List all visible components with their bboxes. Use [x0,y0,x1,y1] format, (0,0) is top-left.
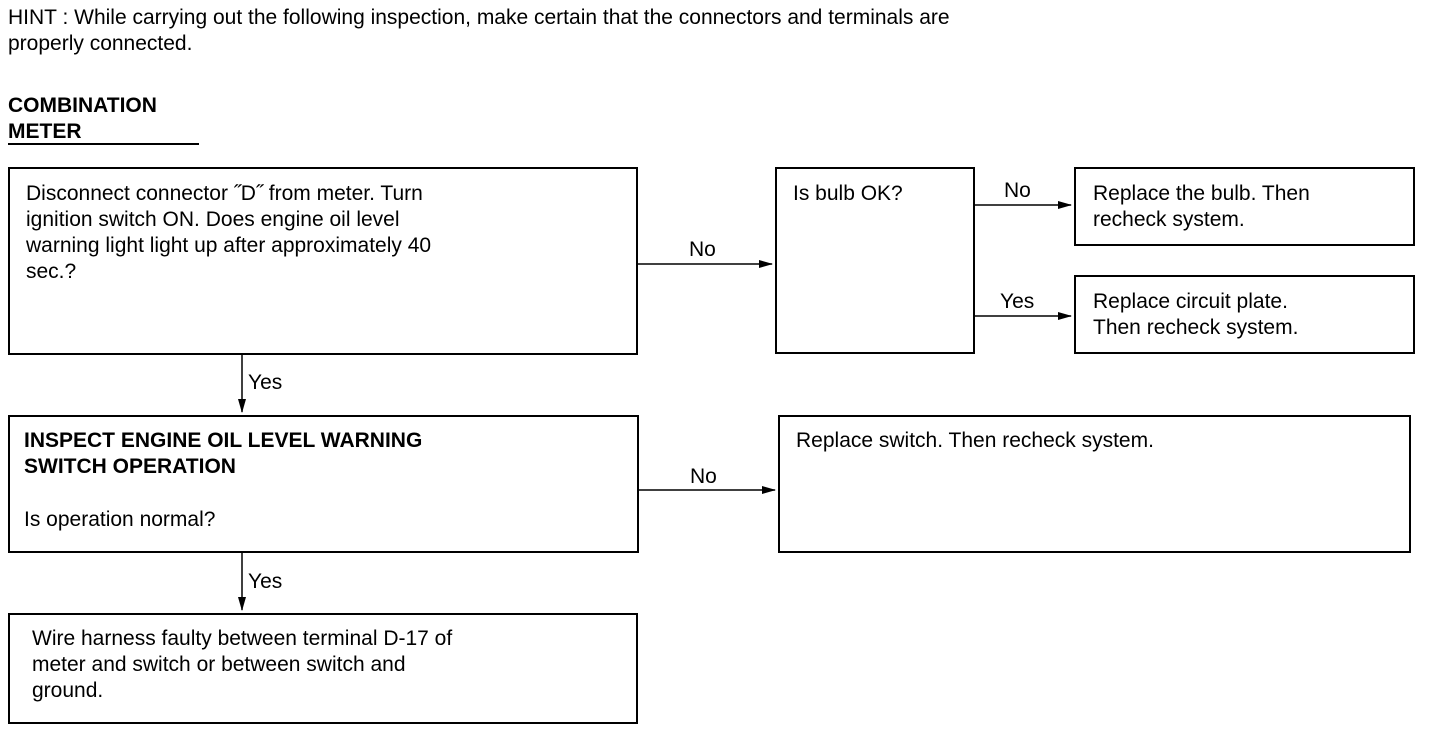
replace-bulb-text: Replace the bulb. Then recheck system. [1093,182,1310,231]
inspect-switch-question: Is operation normal? [24,508,216,531]
bulb-check-box: Is bulb OK? [775,167,975,354]
replace-switch-text: Replace switch. Then recheck system. [796,429,1154,452]
replace-circuit-box: Replace circuit plate. Then recheck syst… [1074,275,1415,354]
replace-bulb-box: Replace the bulb. Then recheck system. [1074,167,1415,246]
inspect-switch-title: INSPECT ENGINE OIL LEVEL WARNING SWITCH … [24,429,423,478]
label-inspect-yes: Yes [248,570,283,593]
step1-text: Disconnect connector ˝D˝ from meter. Tur… [26,182,432,283]
label-step1-yes: Yes [248,371,283,394]
wire-harness-box: Wire harness faulty between terminal D-1… [8,613,638,724]
label-step1-no: No [689,238,716,261]
wire-harness-text: Wire harness faulty between terminal D-1… [32,627,453,702]
replace-switch-box: Replace switch. Then recheck system. [778,415,1411,553]
replace-circuit-text: Replace circuit plate. Then recheck syst… [1093,290,1299,339]
label-bulb-yes: Yes [1000,290,1035,313]
section-title: COMBINATION METER [8,94,157,143]
label-bulb-no: No [1004,179,1031,202]
bulb-check-text: Is bulb OK? [793,182,903,205]
hint-text: HINT : While carrying out the following … [8,6,950,55]
step1-box: Disconnect connector ˝D˝ from meter. Tur… [8,167,638,355]
section-title-underline [8,143,199,145]
inspect-switch-box: INSPECT ENGINE OIL LEVEL WARNING SWITCH … [8,415,639,553]
label-inspect-no: No [690,465,717,488]
